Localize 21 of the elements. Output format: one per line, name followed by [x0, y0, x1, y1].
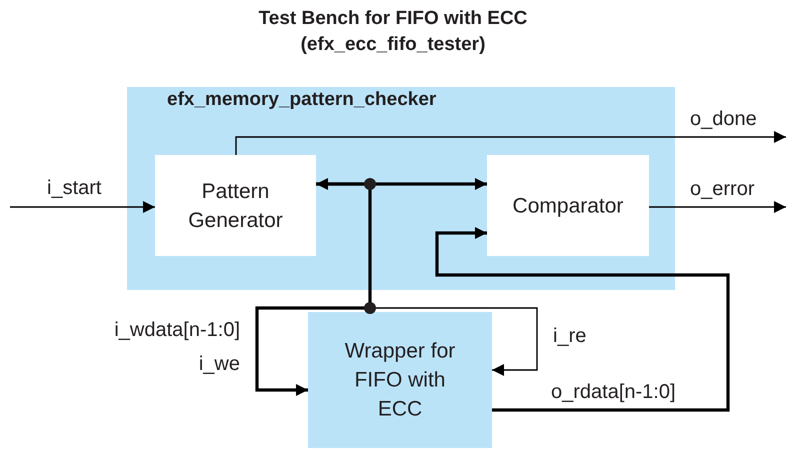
block-label: Pattern Generator [187, 178, 284, 234]
block-box [155, 155, 316, 256]
signal-label: i_re [553, 324, 586, 348]
block-box [308, 312, 492, 448]
signal-label: i_we [198, 352, 240, 376]
diagram-title: Test Bench for FIFO with ECC (efx_ecc_fifo_tester) [258, 7, 528, 57]
block-box [487, 155, 649, 256]
signal-label: o_rdata[n-1:0] [551, 380, 676, 404]
module-title: efx_memory_pattern_checker [167, 88, 436, 112]
arrow [649, 201, 786, 213]
signal-label: i_wdata[n-1:0] [114, 318, 240, 342]
block-label: Wrapper for FIFO with ECC [344, 338, 456, 422]
block-label: Comparator [512, 193, 624, 219]
signal-label: i_start [47, 176, 102, 200]
module-box [127, 87, 675, 290]
arrow [235, 131, 786, 155]
signal-label: o_error [690, 177, 754, 201]
signal-label: o_done [690, 107, 757, 131]
arrow [255, 182, 372, 396]
arrow [435, 227, 730, 412]
arrow [10, 201, 155, 213]
